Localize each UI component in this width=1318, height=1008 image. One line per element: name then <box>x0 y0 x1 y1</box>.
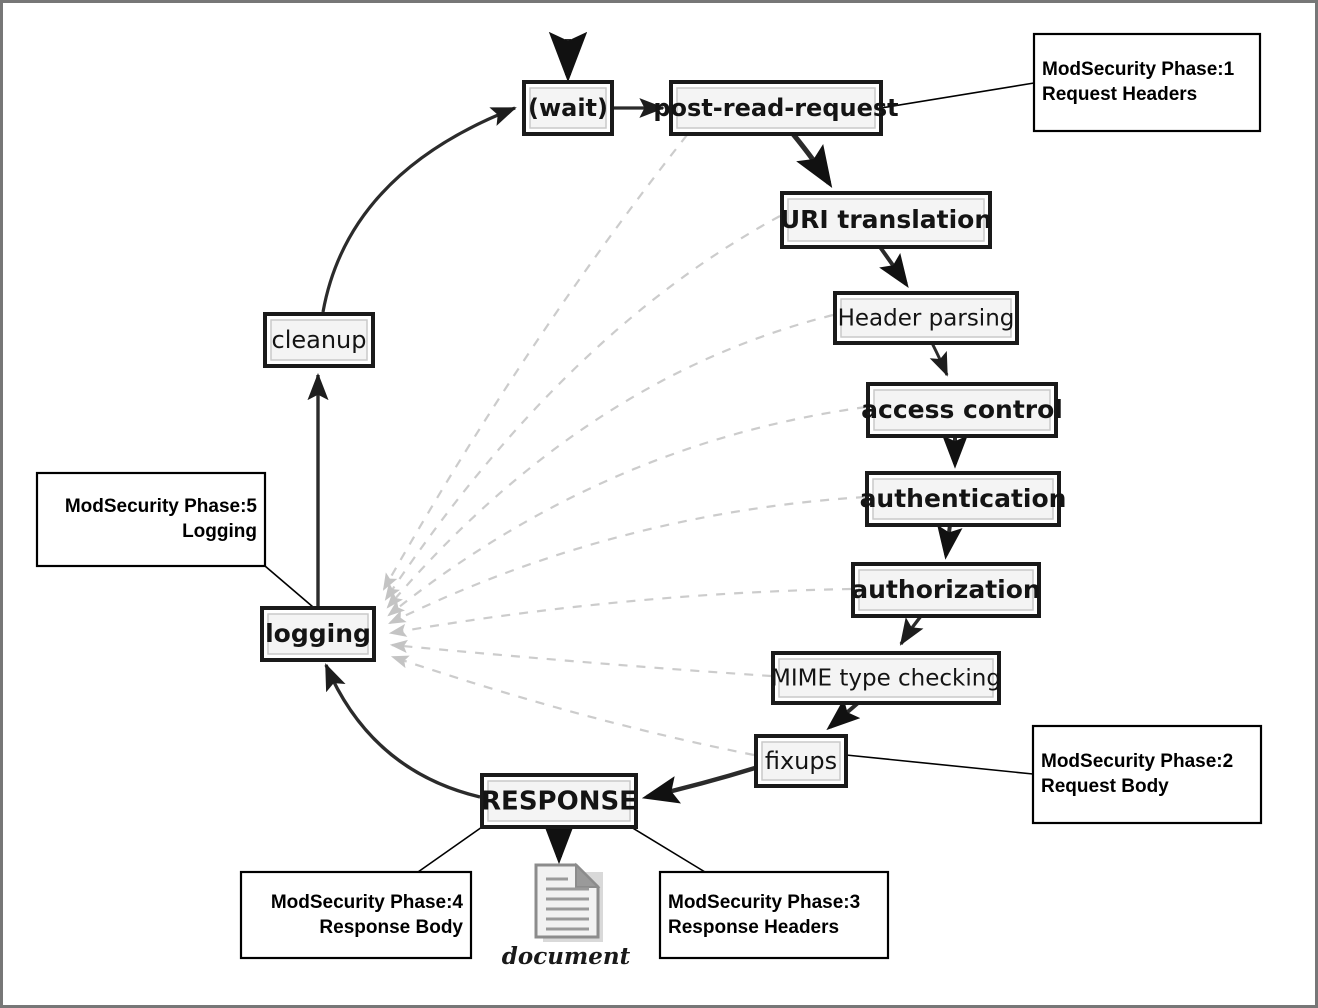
node-header-parsing-label: Header parsing <box>838 306 1015 332</box>
annotation-phase5[interactable]: ModSecurity Phase:5 Logging <box>35 471 267 568</box>
node-logging[interactable]: logging <box>260 606 376 662</box>
node-authentication-label: authentication <box>860 484 1067 513</box>
node-wait-label: (wait) <box>528 94 608 122</box>
node-response-label: RESPONSE <box>481 787 637 817</box>
annotation-phase3[interactable]: ModSecurity Phase:3 Response Headers <box>658 870 890 960</box>
edge-response-to-logging <box>324 663 481 799</box>
leader-phase4 <box>417 826 483 873</box>
node-logging-inner <box>267 613 369 655</box>
edge-uri-translation-to-header-parsing <box>878 245 909 288</box>
node-authorization-label: authorization <box>851 575 1040 604</box>
nodes-group: (wait) post-read-request URI translation… <box>260 80 1067 829</box>
node-cleanup-label: cleanup <box>272 326 367 354</box>
annotation-phase3-box <box>658 870 890 960</box>
node-logging-label: logging <box>265 619 371 648</box>
leader-phase2 <box>845 754 1034 775</box>
annotation-phase2[interactable]: ModSecurity Phase:2 Request Body <box>1031 724 1263 825</box>
dashed-edges-to-logging-group <box>382 134 867 757</box>
edge-header-parsing-to-access-control <box>929 342 949 377</box>
node-header-parsing[interactable]: Header parsing <box>833 291 1019 345</box>
node-authorization[interactable]: authorization <box>851 562 1041 618</box>
annotation-phase1-line1: ModSecurity Phase:1 <box>1042 59 1235 80</box>
dashed-edge-header-parsing-to-logging <box>386 313 834 609</box>
node-header-parsing-inner <box>840 298 1012 338</box>
node-access-control-inner <box>873 389 1051 431</box>
node-uri-translation-label: URI translation <box>780 205 992 234</box>
annotation-phase4-line2: Response Body <box>319 917 463 938</box>
annotation-phase1[interactable]: ModSecurity Phase:1 Request Headers <box>1032 32 1262 133</box>
annotation-phase2-line2: Request Body <box>1041 776 1169 797</box>
edge-post-read-request-to-uri-translation <box>791 132 833 189</box>
node-mime-type-checking[interactable]: MIME type checking <box>771 651 1001 705</box>
node-post-read-request-inner <box>676 87 876 129</box>
annotation-phase3-line1: ModSecurity Phase:3 <box>668 892 860 913</box>
annotation-phase3-line2: Response Headers <box>668 917 839 938</box>
document-icon-fold <box>575 862 601 888</box>
document-icon <box>534 863 600 939</box>
annotation-leader-lines-group <box>264 82 1035 873</box>
annotation-phase5-line1: ModSecurity Phase:5 <box>65 496 258 517</box>
dashed-edge-authentication-to-logging <box>388 495 866 624</box>
node-authentication[interactable]: authentication <box>860 471 1067 527</box>
node-authorization-inner <box>858 569 1034 611</box>
node-cleanup-inner <box>270 319 368 361</box>
annotations-group: ModSecurity Phase:1 Request Headers ModS… <box>35 32 1263 960</box>
dashed-edge-access-control-to-logging <box>387 405 867 617</box>
node-uri-translation-inner <box>787 198 985 242</box>
node-access-control[interactable]: access control <box>861 382 1063 438</box>
leader-phase5 <box>264 565 314 608</box>
dashed-edge-post-read-request-to-logging <box>382 134 688 591</box>
annotation-phase4-line1: ModSecurity Phase:4 <box>271 892 464 913</box>
annotation-phase2-line1: ModSecurity Phase:2 <box>1041 751 1233 772</box>
node-wait-inner <box>529 87 607 129</box>
annotation-phase1-line2: Request Headers <box>1042 84 1197 105</box>
annotation-phase4-box <box>239 870 473 960</box>
node-access-control-label: access control <box>861 395 1063 424</box>
dashed-edge-fixups-to-logging <box>390 655 755 757</box>
node-mime-type-checking-inner <box>778 658 994 698</box>
edge-fixups-to-response <box>641 765 756 804</box>
leader-phase1 <box>880 82 1035 109</box>
annotation-phase2-box <box>1031 724 1263 825</box>
node-cleanup[interactable]: cleanup <box>263 312 375 368</box>
node-wait[interactable]: (wait) <box>522 80 614 136</box>
annotation-phase5-box <box>35 471 267 568</box>
dashed-edge-uri-translation-to-logging <box>384 215 781 601</box>
annotation-phase1-box <box>1032 32 1262 133</box>
apache-phases-diagram: (wait) post-read-request URI translation… <box>35 31 1263 970</box>
edge-cleanup-to-wait <box>321 106 517 313</box>
node-fixups[interactable]: fixups <box>754 734 848 788</box>
solid-edges-group <box>307 31 968 865</box>
node-response[interactable]: RESPONSE <box>480 773 638 829</box>
node-uri-translation[interactable]: URI translation <box>780 191 992 249</box>
edge-authentication-to-authorization <box>937 524 963 560</box>
annotation-phase4[interactable]: ModSecurity Phase:4 Response Body <box>239 870 473 960</box>
node-authentication-inner <box>872 478 1054 520</box>
document-icon-lines <box>546 877 589 931</box>
dashed-edge-mime-type-checking-to-logging <box>389 639 772 678</box>
node-post-read-request-label: post-read-request <box>653 94 898 122</box>
node-fixups-label: fixups <box>765 747 837 775</box>
node-response-inner <box>487 780 631 822</box>
dashed-edge-authorization-to-logging <box>388 587 852 637</box>
annotation-phase5-line2: Logging <box>182 521 257 542</box>
node-fixups-inner <box>761 741 841 781</box>
edge-authorization-to-mime-type-checking <box>899 614 924 646</box>
edge-mime-type-checking-to-fixups <box>826 698 861 731</box>
node-post-read-request[interactable]: post-read-request <box>653 80 899 136</box>
document-caption: document <box>502 943 631 970</box>
document-icon-group: document <box>502 862 631 970</box>
node-mime-type-checking-label: MIME type checking <box>771 666 1001 692</box>
leader-phase3 <box>630 826 706 873</box>
